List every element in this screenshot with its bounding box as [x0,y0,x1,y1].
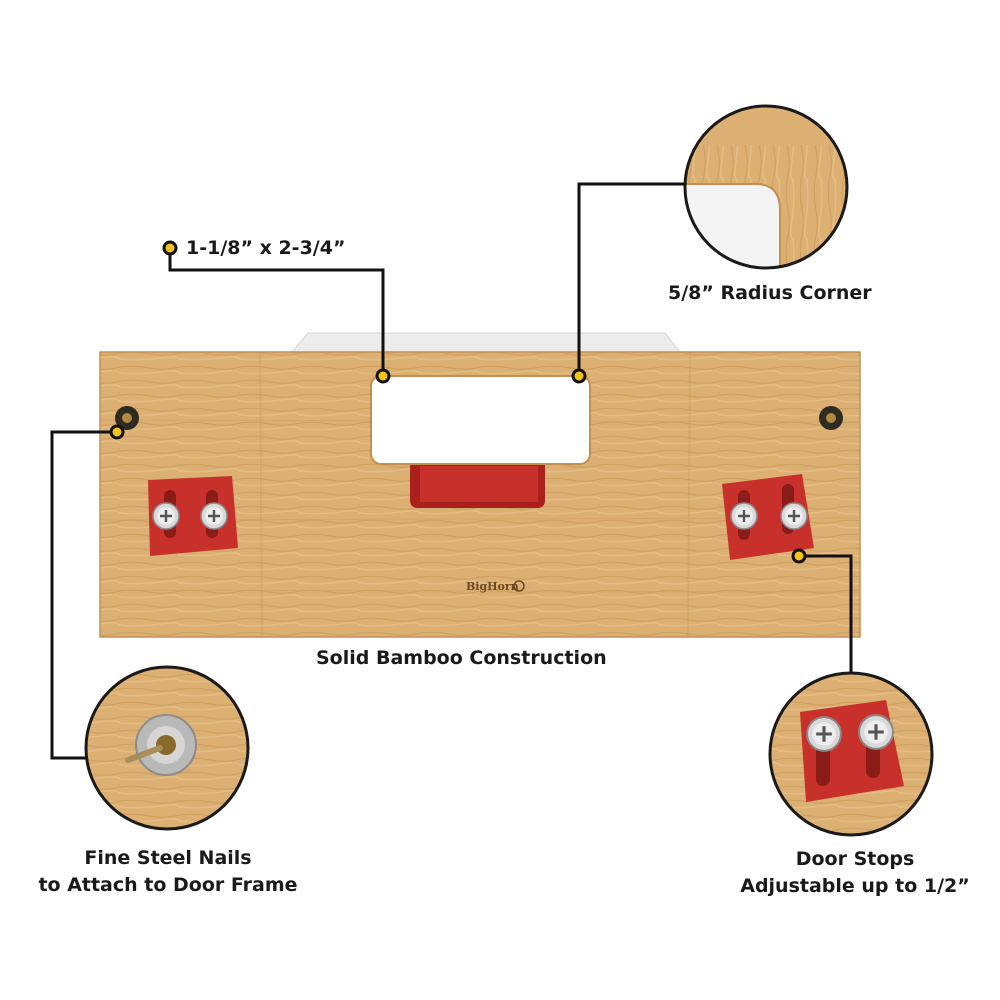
screw-icon [199,501,229,531]
nail-icon [115,406,139,430]
brand-mark: BigHorn [466,580,519,593]
zoom-radius-corner [683,104,849,270]
door-stops-label: Door Stops Adjustable up to 1/2” [720,846,990,900]
brand-logo-icon [513,580,525,592]
nails-label-line1: Fine Steel Nails [84,847,252,869]
handle-size-label: 1-1/8” x 2-3/4” [186,237,346,259]
screw-icon [779,501,809,531]
nails-label-line2: to Attach to Door Frame [38,874,298,896]
leader-lines [50,182,853,760]
zoom-door-stop [768,671,934,837]
door-stops-label-line2: Adjustable up to 1/2” [740,875,970,897]
nail-icon [819,406,843,430]
radius-corner-label: 5/8” Radius Corner [668,282,872,304]
door-stop-icon [722,474,814,560]
handle-cutout [370,375,591,508]
screw-icon [151,501,181,531]
callout-dots [109,240,807,564]
construction-label: Solid Bamboo Construction [316,647,607,669]
screw-icon [729,501,759,531]
nails-label: Fine Steel Nails to Attach to Door Frame [28,845,308,899]
board-top-edge [290,332,682,353]
door-stops-label-line1: Door Stops [795,848,915,870]
door-stop-icon [148,476,238,556]
zoom-nail [84,665,250,831]
